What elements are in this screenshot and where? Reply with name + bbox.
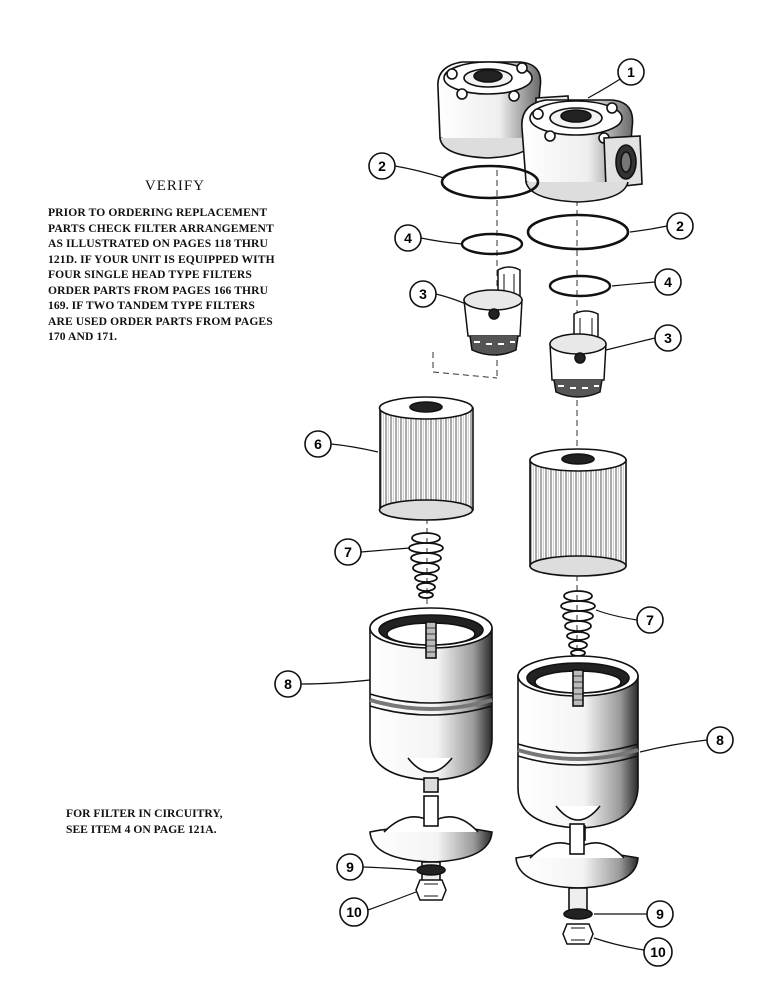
filter-bowl-right xyxy=(517,655,639,841)
verify-title: VERIFY xyxy=(144,178,206,194)
washers xyxy=(416,864,593,920)
callout-3-right: 3 xyxy=(654,324,682,352)
filter-bowl-left xyxy=(369,607,493,793)
bolts xyxy=(415,879,594,945)
verify-line: 170 AND 171. xyxy=(48,330,118,343)
verify-line: ARE USED ORDER PARTS FROM PAGES xyxy=(48,314,273,328)
verify-line: AS ILLUSTRATED ON PAGES 118 THRU xyxy=(48,237,268,250)
callout-label: 3 xyxy=(664,330,672,346)
callout-6: 6 xyxy=(304,430,332,458)
callout-4-left: 4 xyxy=(394,224,422,252)
callout-label: 9 xyxy=(656,906,664,922)
callout-3-left: 3 xyxy=(409,280,437,308)
note-line: SEE ITEM 4 ON PAGE 121A. xyxy=(66,822,217,836)
note-line: FOR FILTER IN CIRCUITRY, xyxy=(66,807,223,820)
verify-line: 169. IF TWO TANDEM TYPE FILTERS xyxy=(48,299,255,312)
callout-8-left: 8 xyxy=(274,670,302,698)
verify-line: ORDER PARTS FROM PAGES 166 THRU xyxy=(48,283,269,297)
callout-label: 4 xyxy=(664,274,672,290)
callout-2-left: 2 xyxy=(368,152,396,180)
callout-label: 2 xyxy=(378,158,386,174)
callout-label: 1 xyxy=(627,64,635,80)
callout-10-right: 10 xyxy=(643,937,673,967)
verify-line: FOUR SINGLE HEAD TYPE FILTERS xyxy=(48,268,252,281)
callout-label: 10 xyxy=(650,944,666,960)
leader-lines xyxy=(300,71,708,951)
callout-label: 8 xyxy=(284,676,292,692)
spring-right xyxy=(560,590,596,657)
filter-element-left xyxy=(378,396,474,521)
callout-label: 2 xyxy=(676,218,684,234)
callout-9-left: 9 xyxy=(336,853,364,881)
verify-line: PRIOR TO ORDERING REPLACEMENT xyxy=(48,206,268,219)
filter-element-right xyxy=(529,448,627,577)
bypass-valve-left xyxy=(463,266,523,356)
callout-label: 7 xyxy=(646,612,654,628)
callout-label: 4 xyxy=(404,230,412,246)
callout-label: 9 xyxy=(346,859,354,875)
callout-2-right: 2 xyxy=(666,212,694,240)
callout-1: 1 xyxy=(617,58,645,86)
filter-head-left xyxy=(437,61,542,159)
callout-9-right: 9 xyxy=(646,900,674,928)
callout-8-right: 8 xyxy=(706,726,734,754)
bowl-cap-right xyxy=(515,823,639,911)
callout-label: 10 xyxy=(346,904,362,920)
callout-label: 6 xyxy=(314,436,322,452)
bypass-valve-right xyxy=(549,310,607,398)
verify-line: 121D. IF YOUR UNIT IS EQUIPPED WITH xyxy=(48,252,275,266)
spring-left xyxy=(408,532,444,599)
verify-line: PARTS CHECK FILTER ARRANGEMENT xyxy=(48,221,274,235)
callout-7-right: 7 xyxy=(636,606,664,634)
callout-label: 7 xyxy=(344,544,352,560)
verify-notice: VERIFY PRIOR TO ORDERING REPLACEMENT PAR… xyxy=(48,178,308,345)
circuitry-note: FOR FILTER IN CIRCUITRY, SEE ITEM 4 ON P… xyxy=(66,806,223,837)
callout-label: 3 xyxy=(419,286,427,302)
callout-4-right: 4 xyxy=(654,268,682,296)
callout-7-left: 7 xyxy=(334,538,362,566)
filter-head-right xyxy=(521,99,643,203)
callout-label: 8 xyxy=(716,732,724,748)
callout-10-left: 10 xyxy=(339,897,369,927)
small-o-rings xyxy=(460,232,612,298)
large-o-rings xyxy=(440,164,630,251)
bowl-cap-left xyxy=(369,795,493,885)
